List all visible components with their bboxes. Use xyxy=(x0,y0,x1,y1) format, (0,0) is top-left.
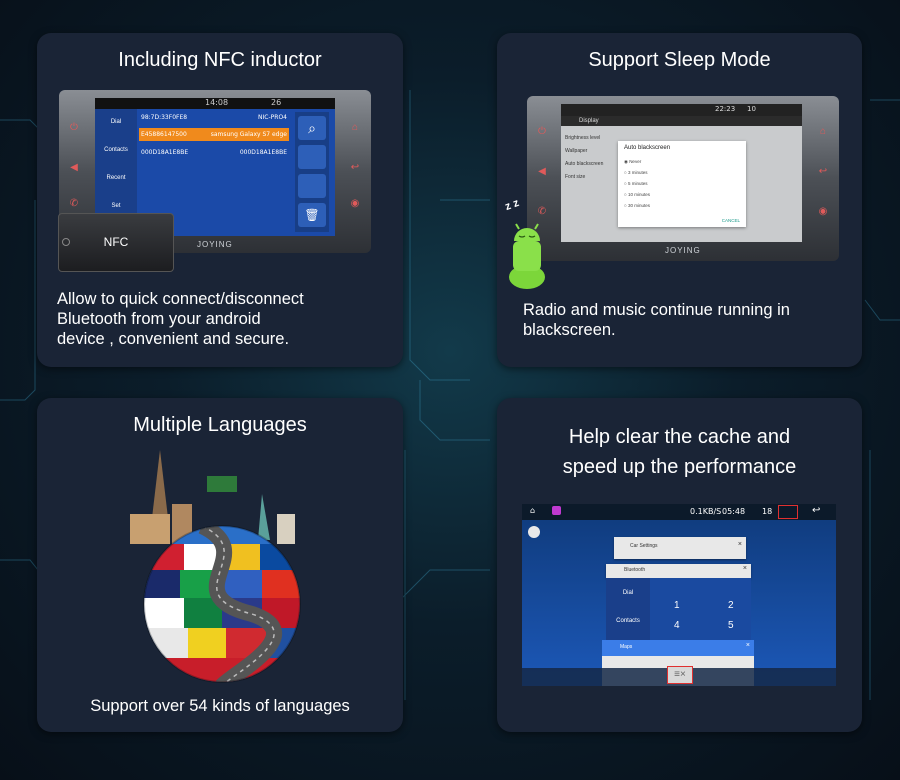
option-radio[interactable]: ○ 3 minutes xyxy=(624,170,648,175)
home-icon[interactable]: ⌂ xyxy=(530,506,536,515)
joying-logo: JOYING xyxy=(197,240,233,249)
recent-card[interactable]: Bluetooth × xyxy=(606,564,751,578)
setting-item[interactable]: Brightness level xyxy=(565,135,601,141)
delete-icon[interactable]: 🗑 xyxy=(298,203,326,227)
status-volume: 26 xyxy=(271,98,282,107)
home-icon: ⌂ xyxy=(351,122,359,133)
screen-title: Display xyxy=(579,118,599,124)
android-sleeping-icon xyxy=(509,223,545,289)
device-row-selected[interactable]: E45886147500 samsung Galaxy S7 edge xyxy=(139,128,289,141)
nav-recent[interactable]: Recent xyxy=(106,175,126,181)
road-sign-icon xyxy=(207,476,237,492)
phone-icon: ✆ xyxy=(537,206,547,217)
world-languages-illustration xyxy=(130,450,301,683)
phone-button-icon xyxy=(62,238,70,246)
eiffel-tower-icon xyxy=(152,450,168,518)
statue-icon xyxy=(258,494,270,540)
back-icon: ↩ xyxy=(818,166,828,177)
cache-card: Help clear the cache and speed up the pe… xyxy=(497,398,862,732)
dialog-title: Auto blackscreen xyxy=(624,145,671,151)
nav-dial[interactable]: Dial xyxy=(110,119,122,125)
settings-list: Brightness level Wallpaper Auto blackscr… xyxy=(565,132,603,184)
setting-item[interactable]: Auto blackscreen xyxy=(565,161,604,167)
app-icon[interactable] xyxy=(552,506,561,515)
nfc-card: Including NFC inductor ⏻ ◀ ✆ ⌂ ↩ ◉ 14:08… xyxy=(37,33,403,367)
nfc-description: Allow to quick connect/disconnect Blueto… xyxy=(57,290,304,348)
status-time: 14:08 xyxy=(205,98,229,107)
recent-card[interactable]: Maps × xyxy=(602,640,754,656)
status-time: 05:48 xyxy=(722,507,746,516)
dialer-preview: Dial Contacts 1 2 4 5 xyxy=(606,578,751,642)
phone-sync-icon[interactable] xyxy=(298,174,326,198)
dialog-options: ◉ Never ○ 3 minutes ○ 5 minutes ○ 10 min… xyxy=(624,156,650,211)
gps-icon: ◉ xyxy=(818,206,828,217)
status-volume: 18 xyxy=(762,507,773,516)
status-bar: 22:23 10 xyxy=(561,104,802,116)
option-radio[interactable]: ○ 30 minutes xyxy=(624,203,650,208)
close-icon[interactable]: × xyxy=(745,642,750,649)
nfc-phone: NFC xyxy=(58,213,174,272)
languages-card-title: Multiple Languages xyxy=(133,414,307,436)
home-icon: ⌂ xyxy=(819,126,827,137)
back-icon: ↩ xyxy=(350,162,360,173)
setting-item[interactable]: Font size xyxy=(565,174,586,180)
sleep-card: Support Sleep Mode ⏻ ◀ ✆ ⌂ ↩ ◉ 22:23 10 … xyxy=(497,33,862,367)
nfc-card-title: Including NFC inductor xyxy=(118,49,322,71)
clear-all-icon[interactable]: ≡× xyxy=(667,666,693,684)
back-icon[interactable]: ↩ xyxy=(812,505,821,516)
cache-card-title: Help clear the cache and speed up the pe… xyxy=(562,426,797,478)
languages-card: Multiple Languages xyxy=(37,398,403,732)
device-row[interactable]: 000D18A1E8BE 000D18A1E8BE xyxy=(141,149,287,156)
sleep-head-unit: ⏻ ◀ ✆ ⌂ ↩ ◉ 22:23 10 Display Brightness … xyxy=(527,96,839,261)
nfc-label: NFC xyxy=(103,235,129,249)
joying-logo: JOYING xyxy=(665,246,701,255)
search-icon[interactable]: ⌕ xyxy=(298,116,326,140)
nav-set[interactable]: Set xyxy=(111,203,121,209)
status-time: 22:23 xyxy=(715,105,736,113)
power-icon: ⏻ xyxy=(538,126,546,137)
option-radio[interactable]: ○ 5 minutes xyxy=(624,181,648,186)
status-speed: 0.1KB/S xyxy=(690,507,722,516)
option-radio[interactable]: ○ 10 minutes xyxy=(624,192,650,197)
auto-blackscreen-dialog: Auto blackscreen ◉ Never ○ 3 minutes ○ 5… xyxy=(618,141,746,227)
cancel-button[interactable]: CANCEL xyxy=(721,218,740,223)
action-column: ⌕ 🗑 xyxy=(295,112,329,232)
connect-phone-icon[interactable] xyxy=(298,145,326,169)
app-bar: Display xyxy=(561,116,802,126)
power-icon: ⏻ xyxy=(70,122,78,133)
languages-description: Support over 54 kinds of languages xyxy=(90,697,350,715)
recent-card[interactable]: Car Settings × xyxy=(614,537,746,559)
close-icon[interactable]: × xyxy=(742,565,747,572)
close-icon[interactable]: × xyxy=(737,541,742,548)
sleep-card-title: Support Sleep Mode xyxy=(588,49,771,71)
status-bar: ⌂ 0.1KB/S 05:48 18 ↩ xyxy=(522,504,836,520)
sleep-screen: 22:23 10 Display Brightness level Wallpa… xyxy=(561,104,802,242)
nav-contacts[interactable]: Contacts xyxy=(104,147,128,153)
volume-icon: ◀ xyxy=(538,166,546,177)
device-row[interactable]: 98:7D:33F0FE8 NIC-PRO4 xyxy=(141,114,287,121)
status-bar: 14:08 26 xyxy=(95,98,335,109)
phone-icon: ✆ xyxy=(69,198,79,209)
option-radio[interactable]: ◉ Never xyxy=(624,159,642,164)
dialer-nav: Dial Contacts xyxy=(606,578,650,642)
volume-icon: ◀ xyxy=(70,162,78,173)
sleep-description: Radio and music continue running in blac… xyxy=(523,301,790,339)
cache-screen: ⌂ 0.1KB/S 05:48 18 ↩ Car Settings × Blue… xyxy=(522,504,836,686)
shutter-icon xyxy=(528,526,540,538)
status-volume: 10 xyxy=(747,105,756,113)
landmark-icon xyxy=(130,514,170,544)
sleep-z: z z xyxy=(503,196,521,214)
recent-apps-icon[interactable] xyxy=(778,505,798,519)
gps-icon: ◉ xyxy=(350,198,360,209)
setting-item[interactable]: Wallpaper xyxy=(565,148,588,154)
